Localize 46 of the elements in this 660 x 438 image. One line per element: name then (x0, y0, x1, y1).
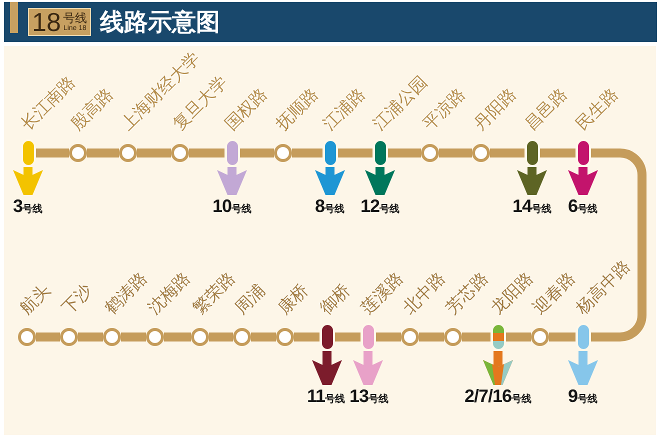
station-name: 航头 (17, 281, 54, 318)
track-line (338, 148, 372, 158)
diagram-title: 线路示意图 (100, 7, 220, 37)
track-line (209, 332, 233, 342)
track-line (419, 332, 444, 342)
station-name: 民生路 (573, 85, 622, 134)
line-label: 13号线 (350, 385, 389, 410)
track-line (292, 148, 322, 158)
line-label: 10号线 (212, 195, 252, 220)
track-line (189, 148, 224, 158)
track-line (164, 332, 191, 342)
track-line (540, 148, 576, 158)
station-name: 下沙 (59, 281, 96, 318)
track-line (121, 332, 146, 342)
track-line (490, 148, 524, 158)
track-line (137, 148, 171, 158)
track-line (549, 332, 576, 342)
track-line (36, 332, 60, 342)
line-label: 6号线 (568, 195, 598, 220)
station-name: 御桥 (317, 281, 354, 318)
track-line (240, 148, 274, 158)
track-line (78, 332, 103, 342)
line-label: 3号线 (13, 195, 43, 220)
station-name: 抚顺路 (273, 85, 322, 134)
station-name: 丹阳路 (471, 85, 520, 134)
track-line (294, 332, 320, 342)
track-line (388, 148, 421, 158)
track-line (590, 148, 646, 342)
station-name: 国权路 (222, 85, 272, 134)
station-name: 康桥 (275, 281, 312, 318)
station-name: 昌邑路 (522, 85, 572, 134)
track-line (87, 148, 119, 158)
track-line (506, 332, 531, 342)
line-label: 12号线 (360, 195, 400, 220)
station-name: 江浦路 (320, 85, 370, 134)
line-label: 2/7/16号线 (464, 385, 532, 410)
track-line (462, 332, 490, 342)
track-line (376, 332, 401, 342)
track-line (439, 148, 472, 158)
line-label: 14号线 (512, 195, 552, 220)
line-label: 9号线 (568, 385, 598, 410)
track-line (251, 332, 276, 342)
track-line (36, 148, 69, 158)
track-line (334, 332, 360, 342)
line-label: 8号线 (315, 195, 345, 220)
line-label: 11号线 (307, 385, 346, 410)
